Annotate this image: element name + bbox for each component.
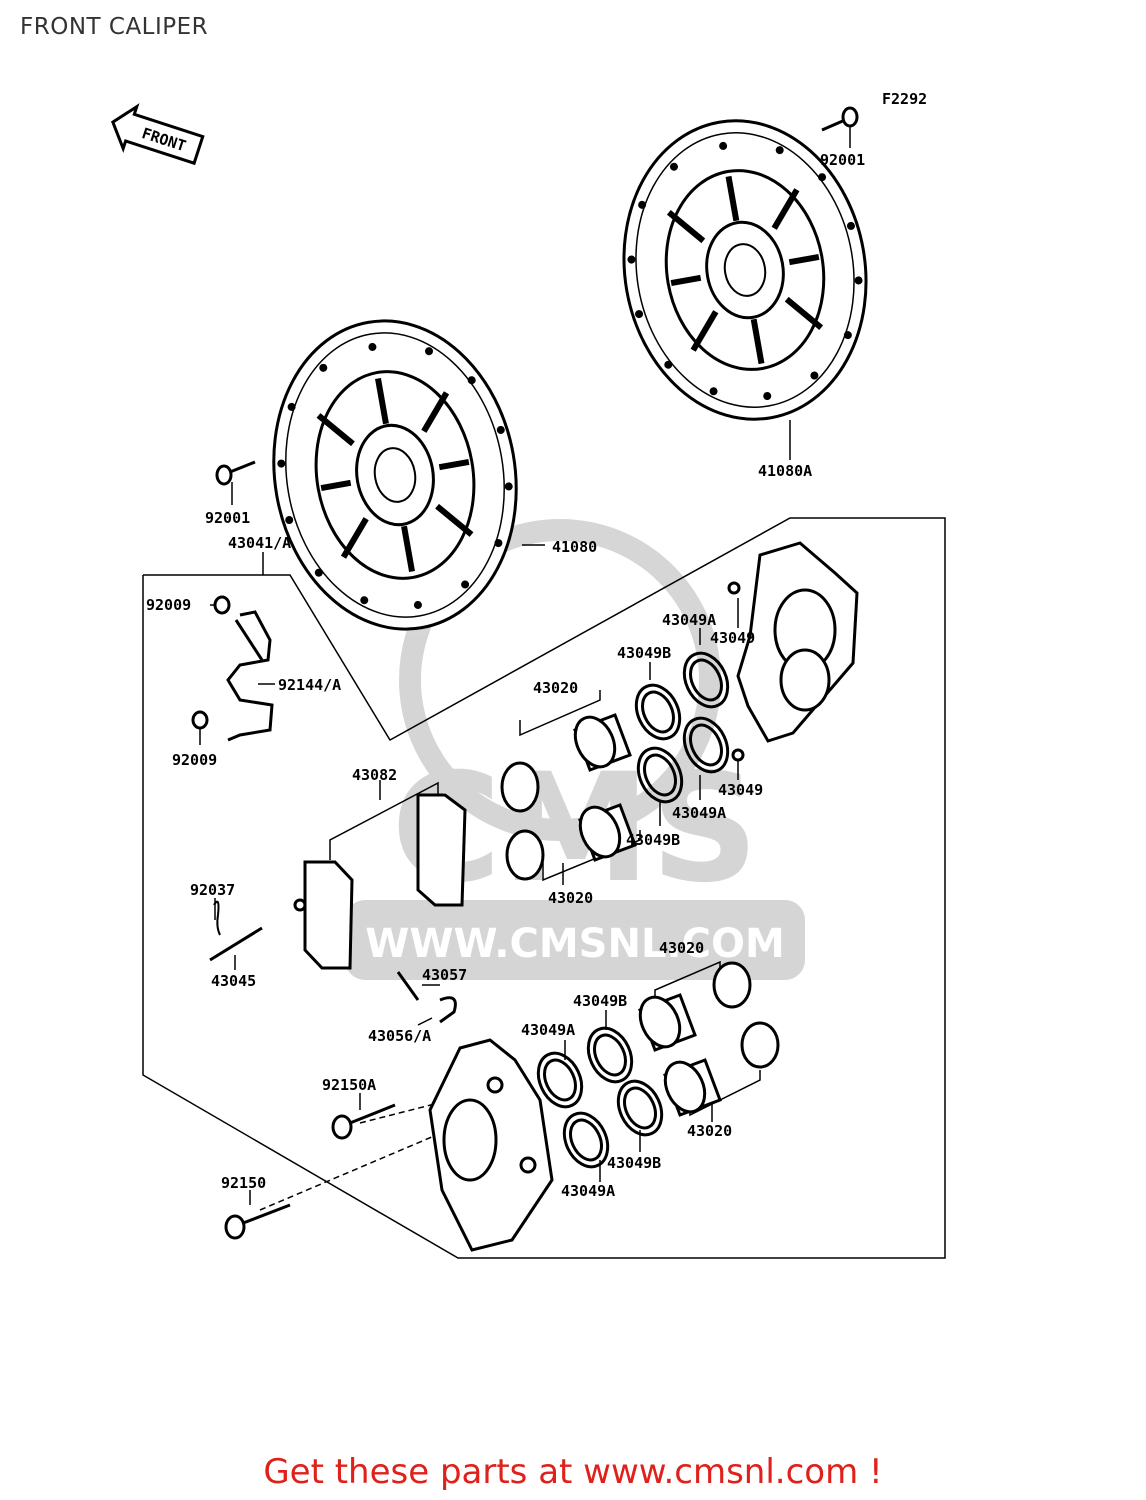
label-43082: 43082 bbox=[352, 766, 397, 784]
label-43057: 43057 bbox=[422, 966, 467, 984]
label-92009-top: 92009 bbox=[146, 596, 191, 614]
label-43045: 43045 bbox=[211, 972, 256, 990]
pistons-upper bbox=[500, 713, 637, 881]
label-43049A-low: 43049A bbox=[521, 1021, 575, 1039]
label-43041: 43041/A bbox=[228, 534, 291, 552]
label-92144: 92144/A bbox=[278, 676, 341, 694]
caliper-bolt-92150a-icon bbox=[331, 1103, 396, 1140]
caliper-lower-icon bbox=[428, 1038, 554, 1252]
screw-92009-icon bbox=[191, 595, 231, 730]
front-arrow-icon: FRONT bbox=[110, 103, 205, 166]
label-92001-left: 92001 bbox=[205, 509, 250, 527]
label-43049A-mid: 43049A bbox=[672, 804, 726, 822]
label-43049B-bottom: 43049B bbox=[607, 1154, 661, 1172]
label-92009-bottom: 92009 bbox=[172, 751, 217, 769]
watermark-url: WWW.CMSNL.COM bbox=[365, 921, 785, 967]
label-43056: 43056/A bbox=[368, 1027, 431, 1045]
label-43020-mid: 43020 bbox=[548, 889, 593, 907]
bleeder-valve-icon bbox=[396, 971, 457, 1024]
label-43049A-top: 43049A bbox=[662, 611, 716, 629]
bolt-92001-top-icon bbox=[821, 106, 859, 148]
label-92150: 92150 bbox=[221, 1174, 266, 1192]
caliper-bolt-92150-icon bbox=[224, 1203, 291, 1240]
callout-lines bbox=[142, 420, 946, 1259]
piston-seals-lower bbox=[536, 1026, 664, 1169]
pad-spring-icon bbox=[226, 610, 274, 742]
piston-seals-upper bbox=[634, 651, 730, 804]
part-labels: 92001 41080A 92001 43041/A 41080 92009 9… bbox=[146, 151, 865, 1200]
page-title: FRONT CALIPER bbox=[20, 14, 209, 40]
caliper-upper-icon bbox=[727, 541, 859, 762]
label-41080: 41080 bbox=[552, 538, 597, 556]
label-43020-bottom: 43020 bbox=[687, 1122, 732, 1140]
brake-disc-left bbox=[272, 319, 518, 631]
label-92150A: 92150A bbox=[322, 1076, 376, 1094]
bolt-92001-left-icon bbox=[215, 460, 256, 505]
label-43049B-low: 43049B bbox=[573, 992, 627, 1010]
label-43049B-top: 43049B bbox=[617, 644, 671, 662]
label-43049A-bottom: 43049A bbox=[561, 1182, 615, 1200]
pad-pin-icon bbox=[209, 900, 263, 962]
brake-disc-right bbox=[622, 119, 868, 421]
exploded-parts-diagram: CMS WWW.CMSNL.COM FRONT F2292 bbox=[110, 90, 946, 1259]
brake-pad-icon bbox=[293, 793, 467, 970]
label-43049B-mid: 43049B bbox=[626, 831, 680, 849]
diagram-code: F2292 bbox=[882, 90, 927, 108]
label-92037: 92037 bbox=[190, 881, 235, 899]
label-92001-top: 92001 bbox=[820, 151, 865, 169]
label-43049-mid: 43049 bbox=[718, 781, 763, 799]
label-43020-low: 43020 bbox=[659, 939, 704, 957]
promo-link[interactable]: Get these parts at www.cmsnl.com ! bbox=[263, 1452, 883, 1492]
label-41080A: 41080A bbox=[758, 462, 812, 480]
label-43049-top: 43049 bbox=[710, 629, 755, 647]
pistons-lower bbox=[638, 961, 780, 1117]
label-43020-top: 43020 bbox=[533, 679, 578, 697]
